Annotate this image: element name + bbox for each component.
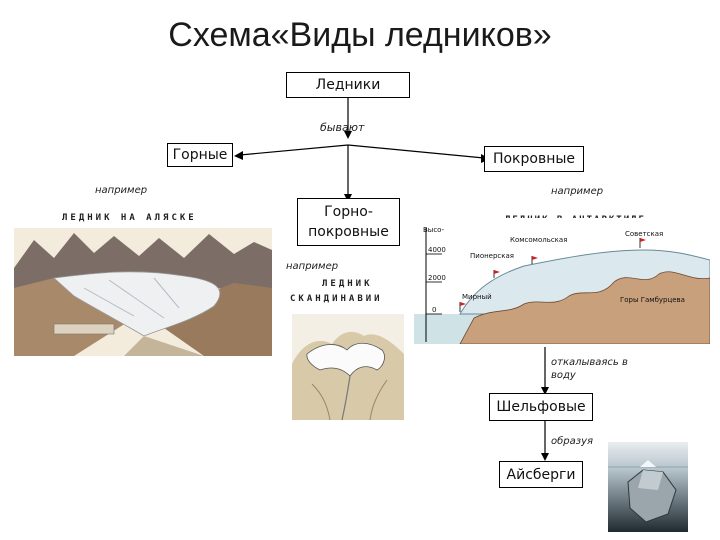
- antarctica-place-mirny: Мирный: [462, 293, 492, 301]
- antarctica-glacier-illustration: [414, 218, 710, 344]
- antarctica-place-sovetskaya: Советская: [625, 230, 664, 238]
- alaska-caption: ЛЕДНИК НА АЛЯСКЕ: [62, 213, 197, 223]
- iceberg-photo: [608, 442, 688, 532]
- node-shelf: Шельфовые: [489, 393, 593, 421]
- scandinavia-caption-1: ЛЕДНИК: [322, 279, 373, 289]
- node-mountain-sheet: Горно- покровные: [297, 198, 400, 246]
- antarctica-axis-label: Высо-: [423, 226, 444, 234]
- node-sheet: Покровные: [484, 146, 584, 172]
- antarctica-place-gamburtsev: Горы Гамбурцева: [620, 296, 685, 304]
- antarctica-tick-0: 0: [432, 306, 437, 314]
- node-glaciers: Ледники: [286, 72, 410, 98]
- antarctica-tick-2000: 2000: [428, 274, 446, 282]
- alaska-glacier-illustration: [14, 228, 272, 356]
- antarctica-tick-4000: 4000: [428, 246, 446, 254]
- scandinavia-caption-2: СКАНДИНАВИИ: [290, 294, 383, 304]
- scandinavia-glacier-illustration: [292, 314, 404, 420]
- node-icebergs: Айсберги: [499, 461, 583, 488]
- antarctica-place-pionerskaya: Пионерская: [470, 252, 514, 260]
- label-naprimer-left: например: [95, 185, 148, 196]
- label-byvayut: бывают: [320, 121, 365, 134]
- label-naprimer-right: например: [551, 186, 604, 197]
- label-naprimer-center: например: [286, 261, 339, 272]
- page-title: Схема«Виды ледников»: [168, 16, 552, 54]
- label-otkalyvayas: откалываясь в воду: [551, 357, 628, 381]
- node-mountain: Горные: [167, 143, 233, 167]
- antarctica-place-komsomolskaya: Комсомольская: [510, 236, 568, 244]
- label-obrazuya: образуя: [551, 436, 594, 447]
